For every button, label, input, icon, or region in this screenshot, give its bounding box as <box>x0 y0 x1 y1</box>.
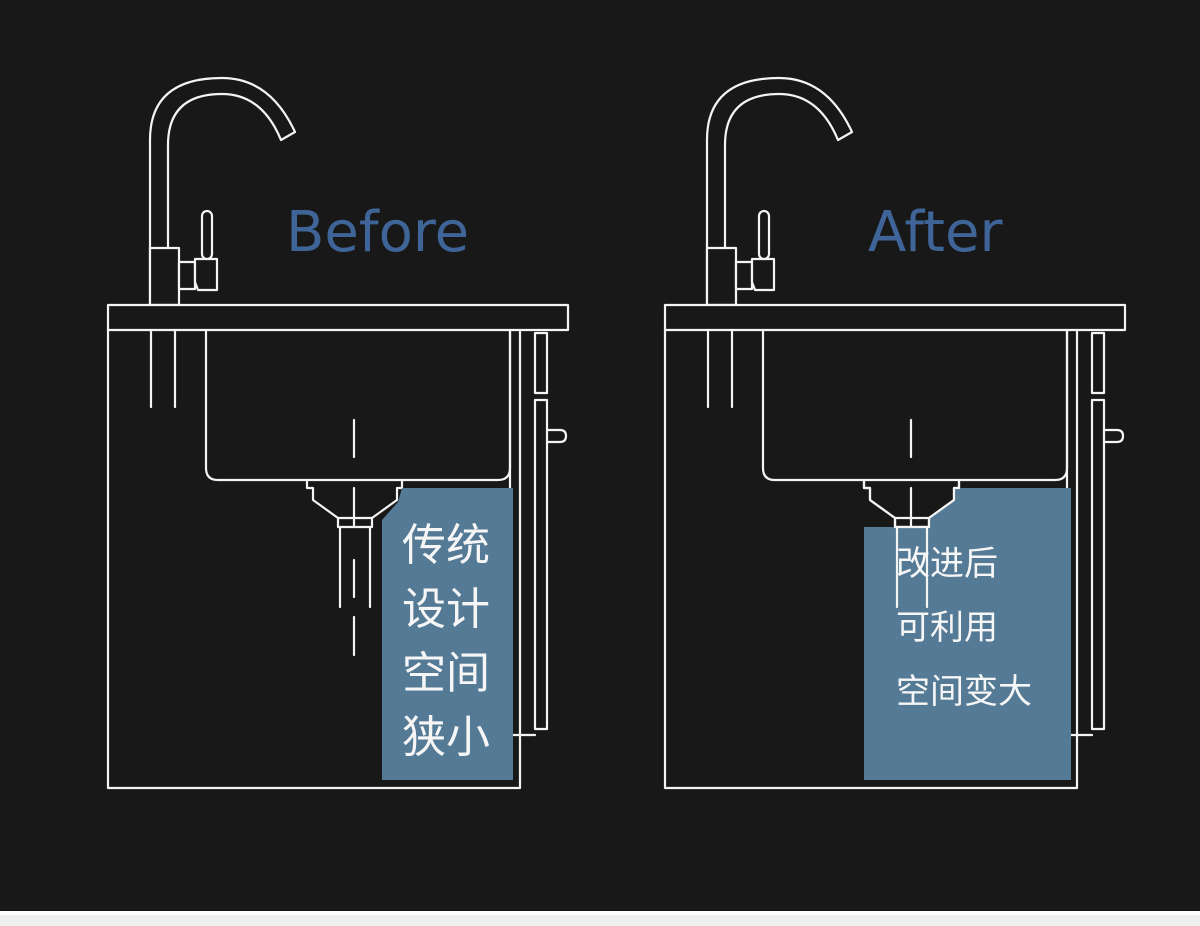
caption-line: 空间变大 <box>896 672 1032 712</box>
before-caption: 传统 设计 空间 狭小 <box>402 514 522 770</box>
before-sink-icon <box>106 76 570 790</box>
caption-line: 改进后 <box>896 544 998 584</box>
caption-line: 可利用 <box>896 608 998 648</box>
after-title: After <box>868 200 1003 265</box>
before-title: Before <box>286 200 470 265</box>
caption-line: 传统 <box>402 520 490 571</box>
after-space-panel <box>864 488 1071 780</box>
caption-line: 设计 <box>402 584 490 635</box>
caption-line: 狭小 <box>402 712 490 763</box>
after-sink-icon <box>663 76 1127 790</box>
caption-line: 空间 <box>402 648 490 699</box>
after-caption: 改进后 可利用 空间变大 <box>896 532 1032 724</box>
before-space-panel <box>382 488 513 780</box>
bottom-divider <box>0 911 1200 915</box>
